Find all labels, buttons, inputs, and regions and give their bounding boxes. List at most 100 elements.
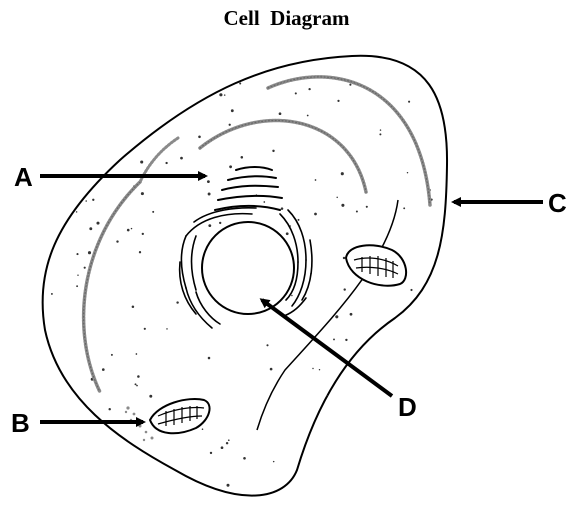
- cytoplasm-dot: [272, 150, 274, 152]
- cytoplasm-dot: [208, 224, 211, 227]
- cytoplasm-dot: [140, 108, 142, 110]
- cytoplasm-dot: [410, 289, 412, 291]
- cytoplasm-dot: [92, 199, 94, 201]
- cytoplasm-dot: [333, 338, 335, 340]
- golgi-apparatus: [215, 167, 282, 210]
- cytoplasm-dot: [445, 347, 447, 349]
- cytoplasm-dot: [76, 285, 78, 287]
- cytoplasm-dot: [344, 288, 346, 290]
- cytoplasm-dot: [46, 135, 48, 137]
- cytoplasm-dot: [155, 54, 157, 56]
- cytoplasm-dot: [60, 218, 62, 220]
- cytoplasm-dot: [107, 55, 110, 58]
- cytoplasm-dot: [51, 293, 53, 295]
- cytoplasm-dot: [266, 344, 268, 346]
- cytoplasm-dot: [41, 330, 43, 332]
- cytoplasm-dot: [108, 408, 110, 410]
- cytoplasm-dot: [308, 88, 310, 90]
- cytoplasm-dot: [224, 94, 225, 95]
- cytoplasm-dot: [142, 233, 144, 235]
- cytoplasm-dot: [207, 180, 210, 183]
- cytoplasm-dot: [76, 253, 78, 255]
- label-b: B: [11, 408, 30, 438]
- cytoplasm-dot: [281, 207, 284, 210]
- cytoplasm-dot: [313, 481, 316, 484]
- cytoplasm-dot: [403, 207, 405, 209]
- cytoplasm-dot: [127, 229, 130, 232]
- cytoplasm-dot: [362, 461, 364, 463]
- cytoplasm-dot: [208, 193, 211, 196]
- cytoplasm-dot: [380, 429, 382, 431]
- cytoplasm-dot: [166, 328, 168, 330]
- cytoplasm-dot: [347, 402, 349, 404]
- cytoplasm-dot: [89, 227, 92, 230]
- label-a: A: [14, 162, 33, 192]
- cytoplasm-dot: [59, 471, 62, 474]
- cytoplasm-dot: [363, 369, 365, 371]
- cytoplasm-dot: [96, 222, 99, 225]
- cytoplasm-dot: [202, 428, 204, 430]
- cytoplasm-dot: [263, 201, 265, 203]
- cytoplasm-dot: [350, 313, 353, 316]
- cytoplasm-dot: [435, 409, 438, 412]
- cytoplasm-dot: [241, 156, 244, 159]
- cytoplasm-dot: [208, 357, 211, 360]
- cytoplasm-dot: [98, 120, 100, 122]
- cytoplasm-dot: [379, 133, 381, 135]
- cytoplasm-dot: [144, 328, 146, 330]
- cytoplasm-dot: [102, 368, 105, 371]
- cytoplasm-dot: [139, 77, 141, 79]
- arrow-d: [262, 300, 392, 396]
- cytoplasm-dot: [74, 148, 76, 150]
- cytoplasm-dot: [137, 375, 140, 378]
- cytoplasm-dot: [447, 431, 450, 434]
- cytoplasm-dot: [341, 172, 344, 175]
- cytoplasm-dot: [136, 385, 138, 387]
- cytoplasm-dot: [111, 354, 113, 356]
- cytoplasm-dot: [345, 339, 347, 341]
- cytoplasm-dot: [71, 445, 73, 447]
- cytoplasm-dot: [42, 390, 44, 392]
- cytoplasm-dot: [436, 466, 439, 469]
- cytoplasm-dot: [75, 190, 77, 192]
- cytoplasm-dot: [198, 136, 201, 139]
- cytoplasm-dot: [227, 484, 230, 487]
- cytoplasm-dot: [176, 301, 178, 303]
- cytoplasm-dot: [149, 395, 152, 398]
- cytoplasm-dot: [229, 165, 232, 168]
- mitochondrion-left: [150, 399, 210, 433]
- cytoplasm-dot: [74, 126, 76, 128]
- cytoplasm-dot: [163, 67, 165, 69]
- cytoplasm-dot: [116, 240, 118, 242]
- cytoplasm-dot: [336, 197, 337, 198]
- cytoplasm-dot: [231, 109, 234, 112]
- cytoplasm-dot: [335, 315, 338, 318]
- cytoplasm-dot: [341, 204, 344, 207]
- cytoplasm-dot: [84, 267, 86, 269]
- cytoplasm-dot: [427, 411, 429, 413]
- cytoplasm-dot: [380, 129, 381, 130]
- cytoplasm-dot: [337, 100, 339, 102]
- cytoplasm-dot: [93, 59, 96, 62]
- cytoplasm-dot: [152, 211, 154, 213]
- cytoplasm-dot: [349, 84, 351, 86]
- cytoplasm-dot: [433, 283, 434, 284]
- cytoplasm-dot: [429, 55, 431, 57]
- cytoplasm-dot: [39, 271, 41, 273]
- cytoplasm-dot: [219, 222, 221, 224]
- cytoplasm-dot: [210, 452, 212, 454]
- cytoplasm-dot: [403, 476, 405, 478]
- cytoplasm-dot: [95, 128, 96, 129]
- cytoplasm-dot: [314, 213, 317, 216]
- cytoplasm-dot: [72, 466, 74, 468]
- cytoplasm-dot: [141, 192, 144, 195]
- cytoplasm-dot: [40, 489, 43, 492]
- cytoplasm-dot: [73, 85, 75, 87]
- cytoplasm-dot: [165, 162, 167, 164]
- cytoplasm-dot: [226, 442, 228, 444]
- cytoplasm-dot: [286, 232, 289, 235]
- cytoplasm-dot: [307, 115, 309, 117]
- cytoplasm-dot: [433, 325, 435, 327]
- cytoplasm-dot: [408, 101, 410, 103]
